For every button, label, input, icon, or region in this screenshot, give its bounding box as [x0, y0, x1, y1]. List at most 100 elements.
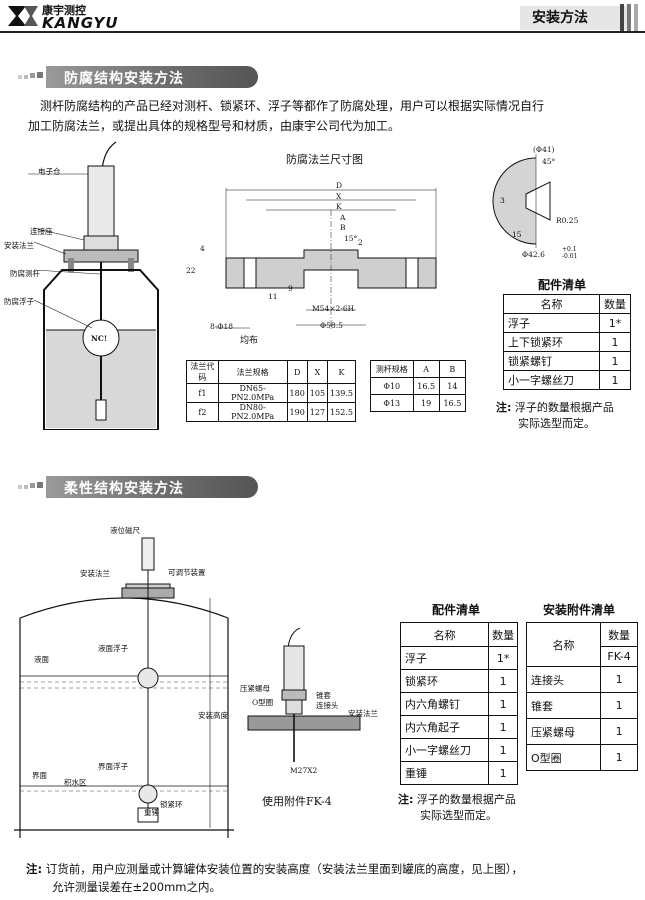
section2-banner: 柔性结构安装方法	[18, 476, 258, 498]
brand-name-en: KANGYU	[42, 14, 119, 32]
table-cell: DN65-PN2.0MPa	[217, 383, 288, 403]
table-cell: Φ10	[370, 377, 414, 395]
footer-note: 注: 订货前，用户应测量或计算罐体安装位置的安装高度（安装法兰里面到罐底的高度，…	[26, 860, 638, 896]
label-flange2: 安装法兰	[80, 569, 110, 578]
table-subheader: FK-4	[600, 646, 638, 667]
title-box	[520, 6, 630, 30]
table-cell: 16.5	[438, 394, 467, 412]
table-cell: 重锤	[399, 761, 490, 785]
table-cell: 1	[598, 332, 632, 352]
note-line-1: 浮子的数量根据产品	[416, 793, 516, 806]
table-cell: 压紧螺母	[525, 718, 602, 745]
dim-2: 2	[358, 238, 363, 247]
table-cell: 1	[488, 761, 518, 785]
label-flange: 安装法兰	[4, 241, 34, 250]
fk4-fitting-drawing	[247, 628, 361, 762]
table-header-row: 测杆规格 A B	[370, 360, 467, 378]
note-line-1: 浮子的数量根据产品	[514, 401, 614, 414]
label-electronics: 电子仓	[38, 167, 61, 176]
flexible-install-diagram	[14, 537, 234, 838]
table-row: f1 DN65-PN2.0MPa 180 105 139.5	[186, 383, 356, 403]
banner-dots-icon	[18, 482, 43, 489]
label-interface-float: 界面浮子	[98, 762, 128, 771]
table-header: X	[306, 360, 329, 384]
table-cell: 锁紧环	[399, 669, 490, 693]
label-weight: 重锤	[144, 808, 159, 817]
dim-22: 22	[186, 266, 196, 275]
table-row: Φ10 16.5 14	[370, 377, 467, 395]
table-header: 法兰规格	[217, 360, 288, 384]
table-cell: DN80-PN2.0MPa	[217, 402, 288, 422]
corrosion-install-diagram	[28, 141, 159, 430]
dim-k: K	[336, 202, 342, 211]
parts2-title: 配件清单	[432, 603, 481, 617]
label-rod: 防腐测杆	[10, 269, 40, 278]
dim-15deg: 15°	[344, 234, 358, 243]
table-header: D	[286, 360, 308, 384]
table-cell: 1	[600, 718, 638, 745]
label-float: 防腐浮子	[4, 297, 34, 306]
fk4-caption: 使用附件FK-4	[262, 795, 332, 808]
page-title: 安装方法	[532, 10, 588, 26]
table-cell: 105	[306, 383, 329, 403]
dim-thread: M54×2-6H	[312, 304, 355, 313]
dim-9: 9	[288, 284, 293, 293]
dim-holes: 8-Φ18	[210, 322, 233, 331]
table-cell: 1	[600, 744, 638, 771]
detail-3: 3	[500, 196, 505, 205]
note-label: 注:	[496, 401, 512, 414]
table-cell: f2	[186, 402, 219, 422]
table-header: 数量	[600, 622, 638, 647]
rod-table: 测杆规格 A B Φ10 16.5 14 Φ13 19 16.5	[370, 360, 467, 412]
label-connector: 连接座	[30, 227, 53, 236]
dim-even: 均布	[240, 336, 259, 346]
label-adjuster: 可调节装置	[168, 568, 206, 577]
table-cell: 127	[306, 402, 329, 422]
table-cell: 上下锁紧环	[503, 332, 600, 352]
kangyu-logo-icon	[8, 6, 38, 26]
note-line-2: 实际选型而定。	[518, 417, 595, 430]
dim-b: B	[340, 223, 346, 232]
label-oring: O型圈	[252, 698, 274, 707]
intro-line-2: 加工防腐法兰，或提出具体的规格型号和材质，由康宇公司代为加工。	[28, 119, 401, 133]
label-liquid: 液面	[34, 655, 49, 664]
footer-note-line-1: 订货前，用户应测量或计算罐体安装位置的安装高度（安装法兰里面到罐底的高度，见上图…	[45, 862, 524, 876]
table-cell: 190	[286, 402, 308, 422]
groove-detail-drawing	[492, 154, 551, 248]
dim-x: X	[336, 192, 342, 201]
section1-banner: 防腐结构安装方法	[18, 66, 258, 88]
label-interface: 界面	[32, 771, 47, 780]
table-header-row: 名称 数量	[399, 622, 518, 647]
table-cell: 152.5	[327, 402, 356, 422]
label-magnetic-scale: 液位磁尺	[110, 526, 140, 535]
label-install-height: 安装高度	[198, 711, 228, 720]
table-cell: 内六角起子	[399, 715, 490, 739]
label-connector2: 连接头	[316, 701, 339, 710]
note-label: 注:	[398, 793, 414, 806]
detail-phi42: Φ42.6	[522, 250, 545, 259]
label-thread: M27X2	[290, 766, 318, 775]
label-cone: 锥套	[316, 691, 331, 700]
detail-tol-dn: -0.01	[562, 253, 578, 260]
banner-dots-icon	[18, 72, 43, 79]
table-cell: 浮子	[503, 313, 600, 333]
table-cell: 内六角螺钉	[399, 692, 490, 716]
table-cell: 19	[412, 394, 440, 412]
table-cell: 锥套	[525, 692, 602, 719]
table-cell: 1*	[488, 646, 518, 670]
table-cell: 1	[488, 692, 518, 716]
section1-title: 防腐结构安装方法	[64, 71, 184, 87]
table-header: 名称	[399, 622, 490, 647]
detail-tol-up: +0.1	[562, 246, 577, 253]
footer-note-line-2: 允许测量误差在±200mm之内。	[52, 880, 221, 894]
detail-15: 15	[512, 230, 522, 239]
brand-name-cn: 康宇测控	[42, 4, 86, 17]
